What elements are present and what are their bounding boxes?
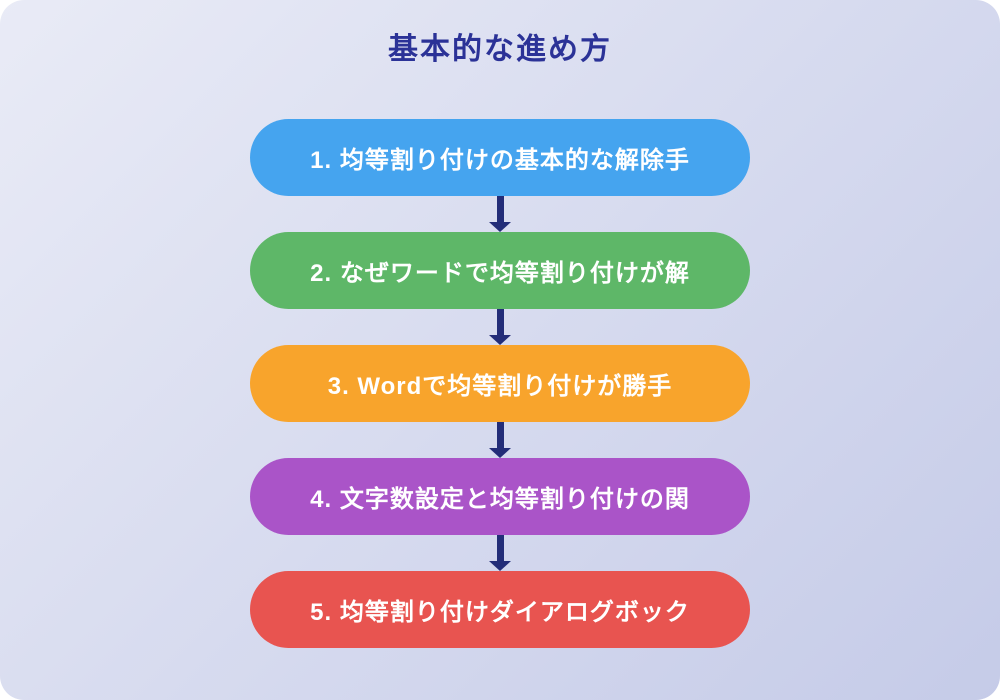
flow-step-1: 1. 均等割り付けの基本的な解除手	[250, 119, 750, 196]
down-arrow-connector	[489, 535, 511, 571]
flow-step-2: 2. なぜワードで均等割り付けが解	[250, 232, 750, 309]
arrowhead-down-icon	[489, 448, 511, 458]
down-arrow-connector	[489, 309, 511, 345]
arrowhead-down-icon	[489, 561, 511, 571]
flow-step-3: 3. Wordで均等割り付けが勝手	[250, 345, 750, 422]
flowchart: 1. 均等割り付けの基本的な解除手 2. なぜワードで均等割り付けが解 3. W…	[250, 119, 750, 648]
flow-step-5: 5. 均等割り付けダイアログボック	[250, 571, 750, 648]
arrow-line	[496, 196, 504, 222]
arrowhead-down-icon	[489, 222, 511, 232]
down-arrow-connector	[489, 422, 511, 458]
down-arrow-connector	[489, 196, 511, 232]
arrow-line	[496, 422, 504, 448]
flow-step-4: 4. 文字数設定と均等割り付けの関	[250, 458, 750, 535]
arrow-line	[496, 309, 504, 335]
arrow-line	[496, 535, 504, 561]
diagram-title: 基本的な進め方	[388, 33, 612, 66]
arrowhead-down-icon	[489, 335, 511, 345]
